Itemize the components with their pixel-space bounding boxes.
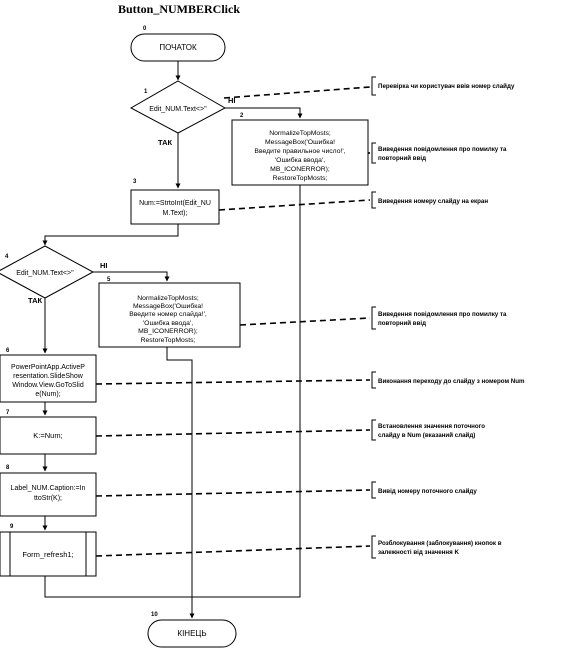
svg-text:Введите номер слайда!',: Введите номер слайда!',: [129, 310, 207, 318]
svg-text:Num:=StrtoInt(Edit_NU: Num:=StrtoInt(Edit_NU: [139, 200, 211, 207]
svg-text:3: 3: [133, 179, 137, 185]
svg-text:MessageBox('Ошибка!: MessageBox('Ошибка!: [133, 302, 203, 310]
svg-text:8: 8: [6, 465, 10, 471]
svg-text:resentation.SlideShow: resentation.SlideShow: [13, 373, 84, 380]
comment-set-current: Встановлення значення поточного слайду в…: [371, 419, 485, 441]
svg-text:4: 4: [5, 254, 9, 260]
svg-text:9: 9: [10, 524, 14, 530]
comment-check-input: Перевірка чи користувач ввів номер слайд…: [371, 76, 515, 96]
svg-text:'Ошибка ввода',: 'Ошибка ввода',: [143, 319, 193, 327]
svg-text:Розблокування (заблокування) к: Розблокування (заблокування) кнопок в: [378, 540, 502, 547]
svg-text:2: 2: [240, 113, 244, 119]
terminal-end: 10 КІНЕЦЬ: [147, 612, 237, 648]
process-caption: 8 Label_NUM.Caption:=In ttoStr(K);: [0, 465, 97, 517]
terminal-start: 0 ПОЧАТОК: [130, 26, 226, 62]
svg-text:NormalizeTopMosts;: NormalizeTopMosts;: [137, 295, 199, 302]
svg-text:NormalizeTopMosts;: NormalizeTopMosts;: [269, 130, 331, 137]
svg-text:Вивід номеру поточного слайду: Вивід номеру поточного слайду: [378, 488, 477, 495]
svg-text:MessageBox('Ошибка!: MessageBox('Ошибка!: [265, 138, 335, 146]
svg-text:КІНЕЦЬ: КІНЕЦЬ: [177, 629, 206, 638]
process-error-2: 5 NormalizeTopMosts; MessageBox('Ошибка!…: [98, 277, 241, 348]
no-label-1: НІ: [228, 96, 236, 105]
svg-text:e(Num);: e(Num);: [35, 391, 60, 398]
yes-label-1: ТАК: [158, 138, 173, 147]
svg-text:Form_refresh1;: Form_refresh1;: [22, 550, 73, 559]
svg-text:залежності від значення K: залежності від значення K: [378, 549, 459, 556]
svg-text:PowerPointApp.ActiveP: PowerPointApp.ActiveP: [11, 364, 85, 371]
svg-text:M.Text);: M.Text);: [163, 210, 188, 217]
svg-text:Встановлення значення поточног: Встановлення значення поточного: [378, 423, 485, 430]
svg-text:Виведення номеру слайду на екр: Виведення номеру слайду на екран: [378, 198, 488, 205]
decision-edit-num-1: 1 Edit_NUM.Text<>'' НІ ТАК: [129, 80, 236, 147]
no-label-2: НІ: [100, 261, 108, 270]
diagram-title: Button_NUMBERClick: [118, 2, 240, 16]
comment-goto-slide: Виконання переходу до слайду з номером N…: [371, 371, 525, 389]
decision-edit-num-2: 4 Edit_NUM.Text<>'' НІ ТАК: [0, 245, 108, 305]
svg-text:6: 6: [6, 348, 10, 354]
svg-text:RestoreTopMosts;: RestoreTopMosts;: [273, 175, 328, 182]
comment-buttons-state: Розблокування (заблокування) кнопок в за…: [371, 535, 502, 559]
process-goto-slide: 6 PowerPointApp.ActiveP resentation.Slid…: [0, 348, 97, 403]
svg-text:повторний ввід: повторний ввід: [378, 320, 426, 327]
svg-text:Введите правильное число!',: Введите правильное число!',: [254, 148, 345, 155]
yes-label-2: ТАК: [28, 296, 43, 305]
comment-error-1: Виведення повідомлення про помилку та по…: [371, 142, 507, 164]
note-connectors: [95, 86, 371, 557]
svg-text:ПОЧАТОК: ПОЧАТОК: [159, 43, 197, 52]
svg-text:10: 10: [151, 612, 158, 618]
process-assign-num: 3 Num:=StrtoInt(Edit_NU M.Text);: [130, 179, 220, 225]
svg-text:RestoreTopMosts;: RestoreTopMosts;: [141, 337, 196, 344]
svg-text:MB_ICONERROR);: MB_ICONERROR);: [270, 166, 330, 173]
svg-text:Label_NUM.Caption:=In: Label_NUM.Caption:=In: [11, 485, 86, 492]
svg-text:ttoStr(K);: ttoStr(K);: [34, 495, 62, 502]
svg-text:5: 5: [107, 277, 111, 283]
svg-text:Виведення повідомлення про пом: Виведення повідомлення про помилку та: [378, 146, 507, 153]
subprocess-form-refresh: 9 Form_refresh1;: [0, 524, 97, 577]
svg-text:Edit_NUM.Text<>'': Edit_NUM.Text<>'': [16, 270, 74, 277]
svg-text:Window.View.GoToSlid: Window.View.GoToSlid: [12, 382, 84, 389]
svg-text:Edit_NUM.Text<>'': Edit_NUM.Text<>'': [149, 106, 207, 113]
svg-text:1: 1: [144, 89, 148, 95]
svg-text:'Ошибка ввода',: 'Ошибка ввода',: [275, 156, 325, 164]
svg-text:Виконання переходу до слайду з: Виконання переходу до слайду з номером N…: [378, 378, 525, 385]
svg-text:K:=Num;: K:=Num;: [33, 431, 62, 440]
svg-text:Перевірка чи користувач ввів н: Перевірка чи користувач ввів номер слайд…: [378, 83, 515, 90]
svg-text:0: 0: [143, 26, 147, 32]
process-set-k: 7 K:=Num;: [0, 410, 97, 455]
svg-text:7: 7: [6, 410, 10, 416]
svg-text:Виведення повідомлення про пом: Виведення повідомлення про помилку та: [378, 311, 507, 318]
comment-show-current: Вивід номеру поточного слайду: [371, 481, 477, 499]
comment-error-2: Виведення повідомлення про помилку та по…: [371, 306, 507, 330]
svg-text:MB_ICONERROR);: MB_ICONERROR);: [138, 328, 198, 335]
process-error-1: 2 NormalizeTopMosts; MessageBox('Ошибка!…: [231, 113, 369, 186]
comment-show-slide-number: Виведення номеру слайду на екран: [371, 191, 488, 209]
svg-text:повторний ввід: повторний ввід: [378, 155, 426, 162]
svg-text:слайду в Num (вказаний слайд): слайду в Num (вказаний слайд): [378, 432, 475, 439]
